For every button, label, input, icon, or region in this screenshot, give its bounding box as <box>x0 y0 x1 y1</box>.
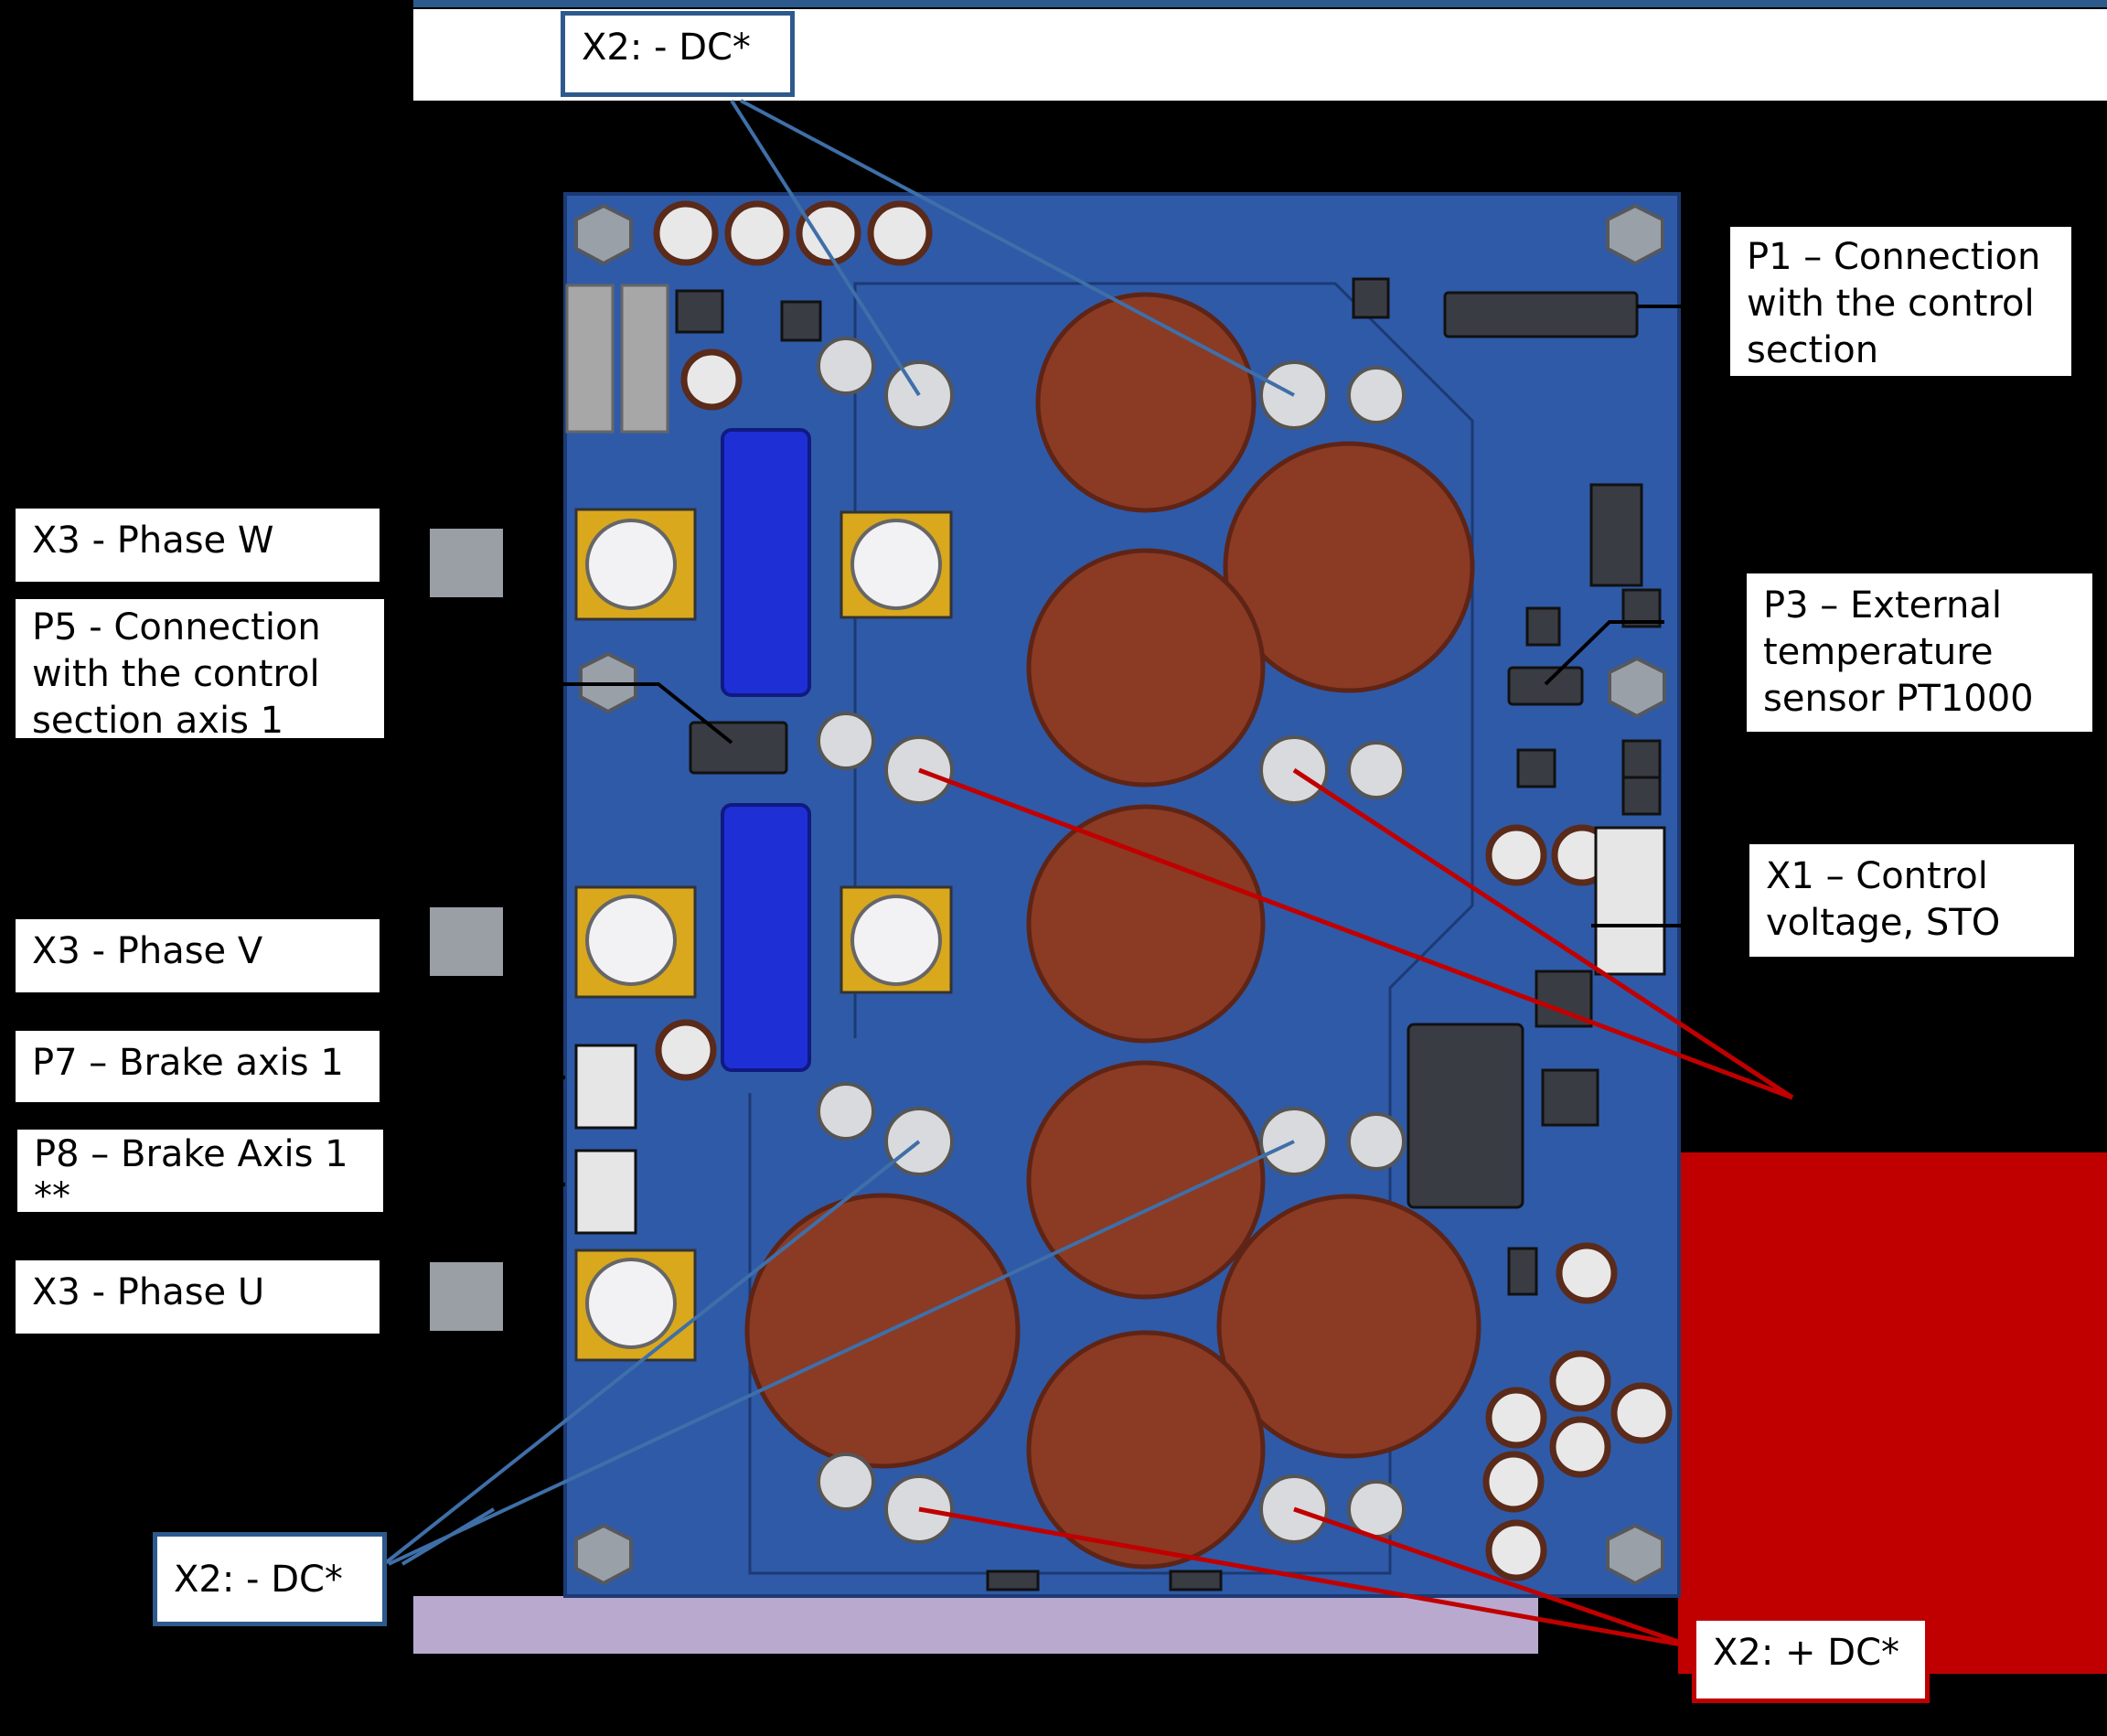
label-x2-minus-dc-top: X2: - DC* <box>561 11 795 97</box>
label-p7-brake-axis1: P7 – Brake axis 1 <box>11 1026 384 1107</box>
label-p3-temperature-sensor: P3 – External temperature sensor PT1000 <box>1742 569 2097 736</box>
label-p8-brake-axis1: P8 – Brake Axis 1 ** <box>13 1125 388 1216</box>
right-red-region <box>1678 1152 2107 1674</box>
label-x3-phase-w: X3 - Phase W <box>11 504 384 586</box>
label-x2-plus-dc-bottom: X2: + DC* <box>1692 1616 1930 1703</box>
label-x3-phase-u: X3 - Phase U <box>11 1256 384 1338</box>
label-x2-plus-dc-right: X2: + DC* <box>1797 1068 2030 1152</box>
label-x1-control-voltage: X1 – Control voltage, STO <box>1745 840 2079 961</box>
top-blue-line <box>413 0 2107 7</box>
bottom-lavender-strip <box>413 1596 1538 1654</box>
label-p5-control-axis1: P5 - Connection with the control section… <box>11 595 389 743</box>
label-x2-minus-dc-bottom: X2: - DC* <box>153 1532 387 1626</box>
label-p1-control-connection: P1 – Connection with the control section <box>1726 222 2076 380</box>
label-x3-phase-v: X3 - Phase V <box>11 915 384 997</box>
